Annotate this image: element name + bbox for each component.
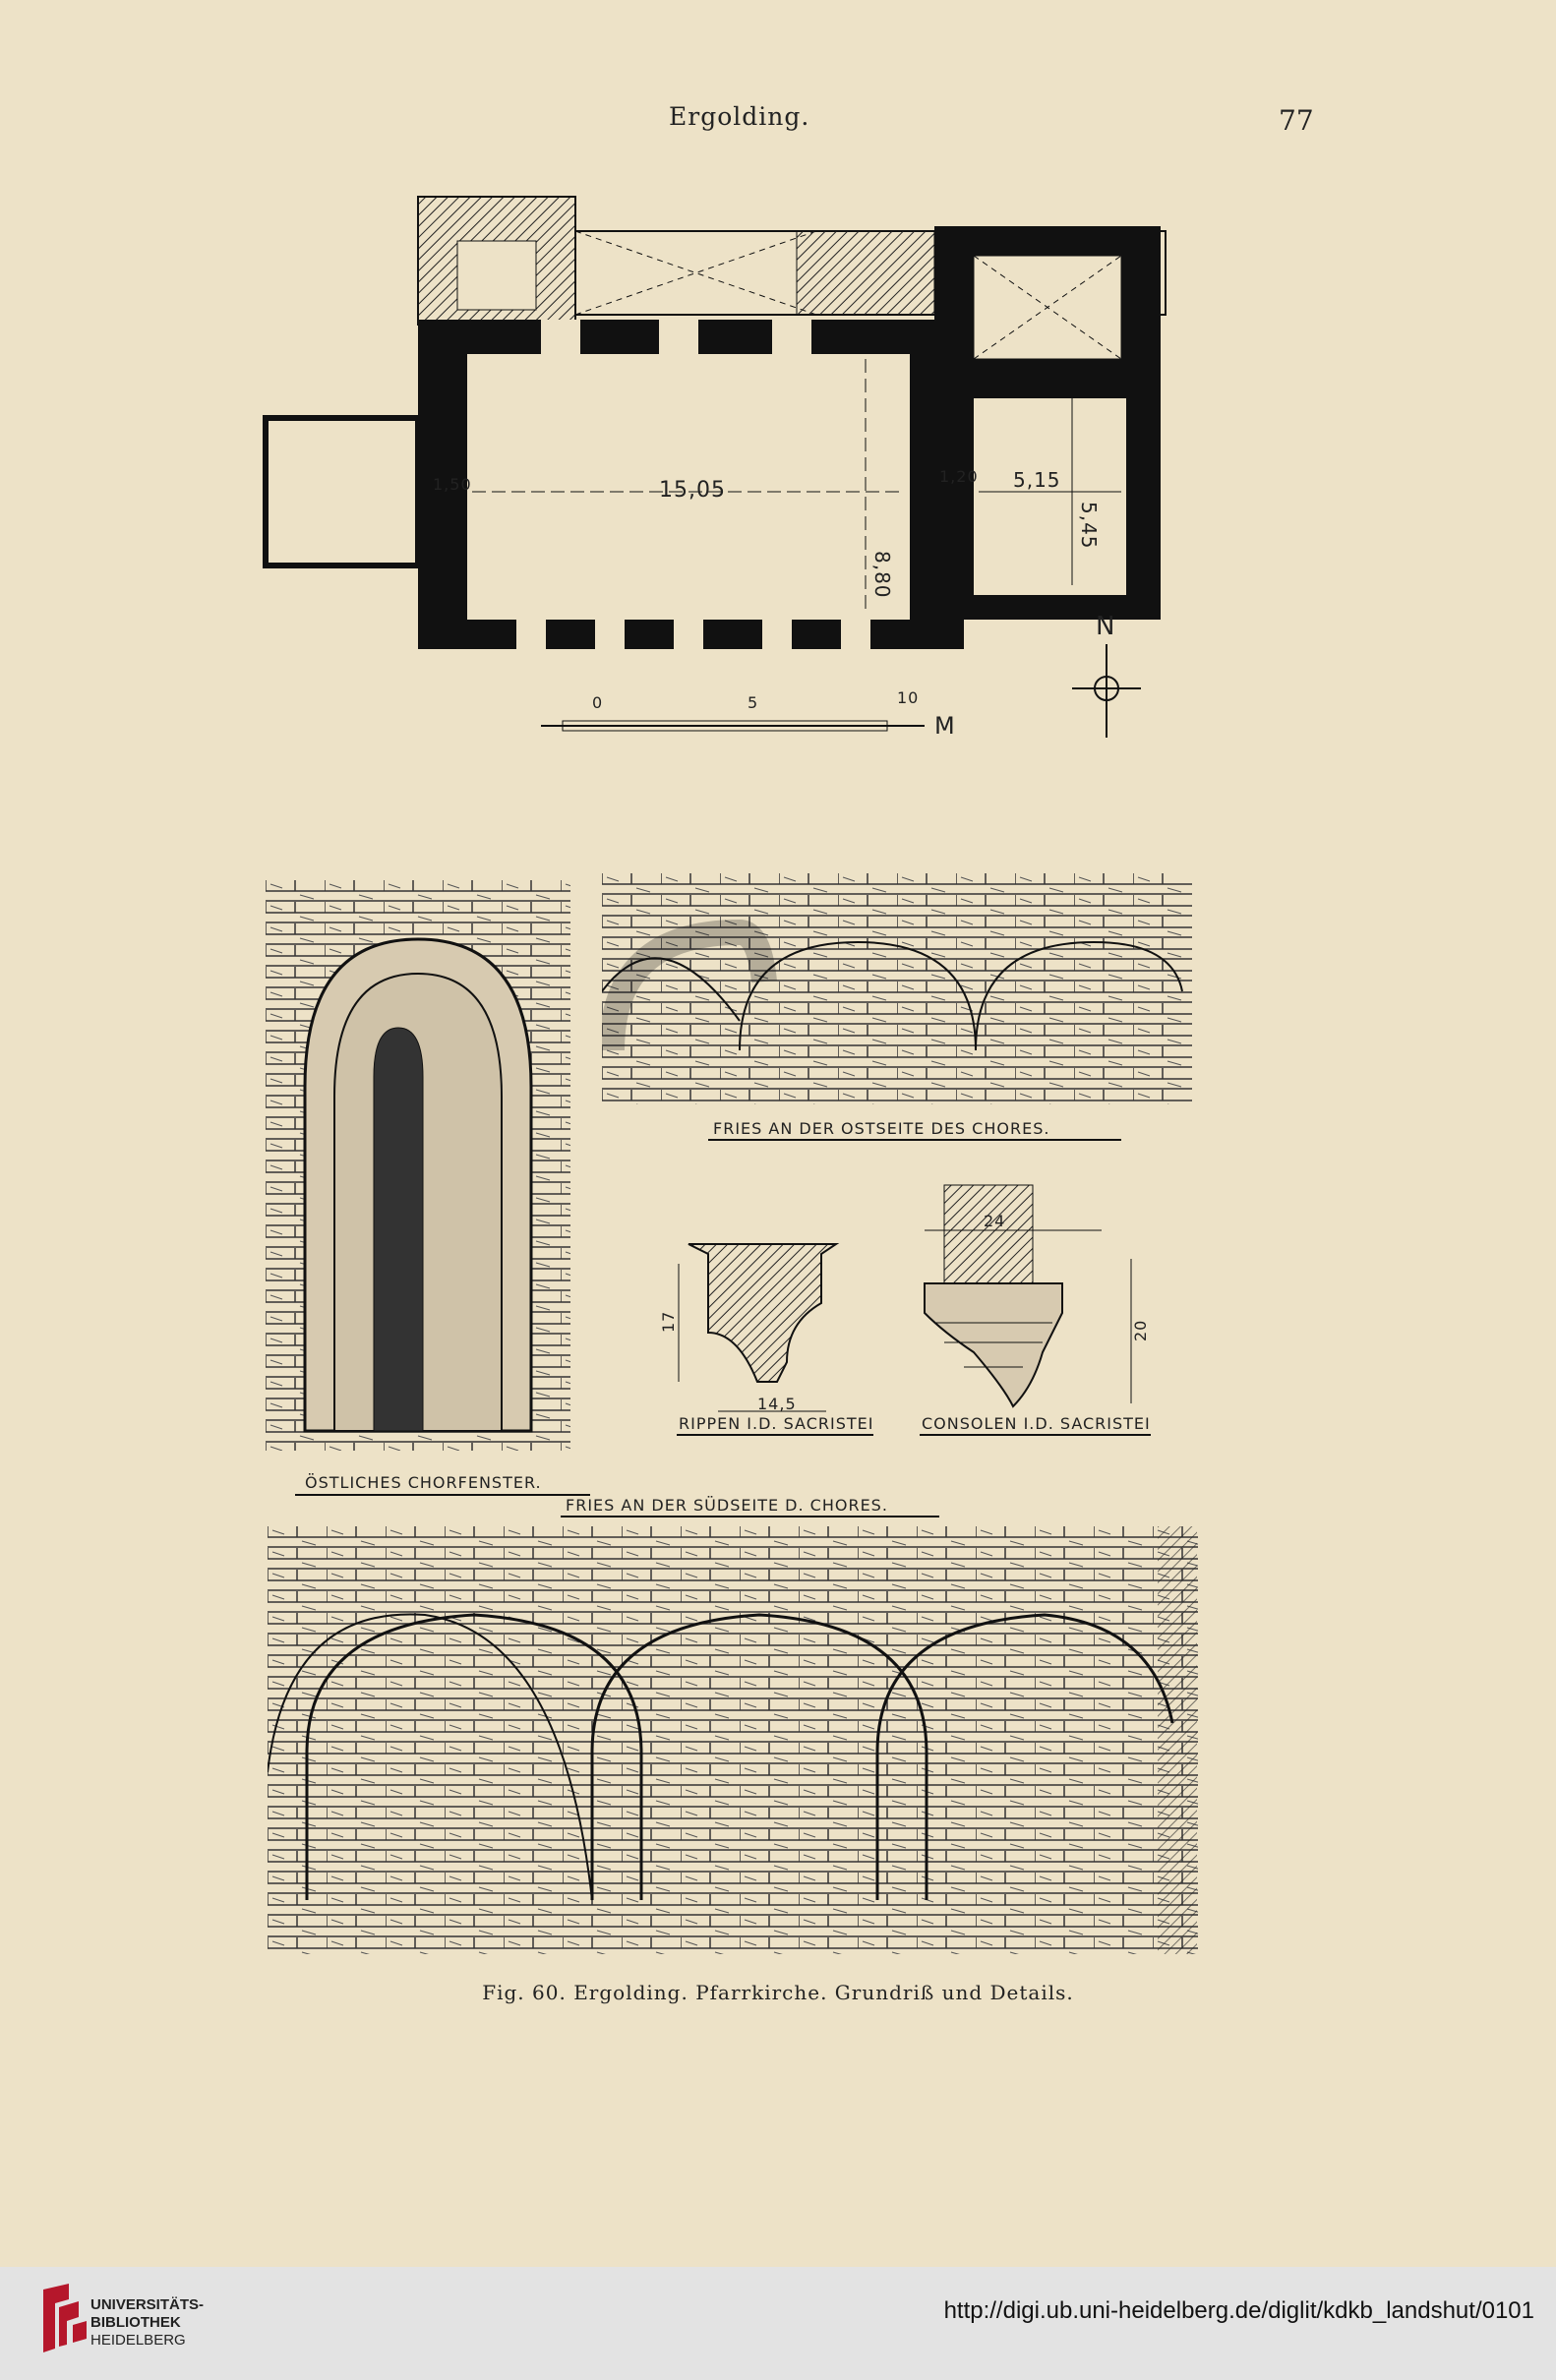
dim-nave-width: 8,80 — [870, 551, 894, 599]
window-label-box: ÖSTLICHES CHORFENSTER. — [295, 1473, 590, 1496]
console-width: 24 — [984, 1212, 1005, 1230]
library-name-line-2: BIBLIOTHEK — [90, 2314, 181, 2331]
library-name: UNIVERSITÄTS- BIBLIOTHEK HEIDELBERG — [90, 2296, 204, 2350]
permalink-url[interactable]: http://digi.ub.uni-heidelberg.de/diglit/… — [943, 2297, 1534, 2324]
east-frieze-drawing — [602, 873, 1192, 1104]
scale-tick-0: 0 — [592, 693, 603, 712]
figure-caption: Fig. 60. Ergolding. Pfarrkirche. Grundri… — [482, 1981, 1074, 2004]
rib-profile-drawing: 17 14,5 — [659, 1243, 840, 1413]
dim-arch: 1,20 — [939, 467, 979, 486]
library-name-line-3: HEIDELBERG — [90, 2332, 186, 2349]
east-frieze-label-box: FRIES AN DER OSTSEITE DES CHORES. — [708, 1119, 1121, 1141]
north-arrow-icon — [1072, 644, 1141, 738]
library-name-line-1: UNIVERSITÄTS- — [90, 2296, 205, 2313]
south-frieze-drawing — [268, 1526, 1198, 1954]
south-frieze-label-box: FRIES AN DER SÜDSEITE D. CHORES. — [561, 1496, 939, 1517]
ribs-label: RIPPEN I.D. SACRISTEI — [679, 1414, 873, 1433]
university-library-logo-icon[interactable] — [35, 2280, 90, 2358]
window-label: ÖSTLICHES CHORFENSTER. — [305, 1473, 542, 1492]
scale-unit: M — [934, 712, 956, 740]
scale-tick-5: 5 — [748, 693, 758, 712]
east-window-drawing — [266, 880, 570, 1451]
dim-west-wall: 1,50 — [433, 475, 472, 494]
page-number: 77 — [1279, 104, 1314, 137]
rib-height: 17 — [659, 1311, 678, 1333]
north-label: N — [1096, 612, 1115, 641]
south-frieze-label: FRIES AN DER SÜDSEITE D. CHORES. — [566, 1496, 888, 1515]
dim-choir-length: 5,45 — [1077, 502, 1101, 550]
consoles-label-box: CONSOLEN I.D. SACRISTEI — [920, 1414, 1151, 1436]
rib-width: 14,5 — [757, 1395, 797, 1413]
scanned-page: Ergolding. 77 — [263, 102, 1314, 2004]
console-height: 20 — [1131, 1320, 1150, 1341]
viewer-footer-bar — [0, 2267, 1556, 2380]
page-header-title: Ergolding. — [669, 102, 810, 131]
consoles-label: CONSOLEN I.D. SACRISTEI — [922, 1414, 1151, 1433]
ribs-label-box: RIPPEN I.D. SACRISTEI — [677, 1414, 873, 1436]
dim-nave-length: 15,05 — [659, 478, 726, 503]
east-frieze-label: FRIES AN DER OSTSEITE DES CHORES. — [713, 1119, 1049, 1138]
dim-choir-width: 5,15 — [1013, 468, 1061, 492]
scale-tick-10: 10 — [897, 688, 919, 707]
console-drawing: 24 20 — [924, 1184, 1150, 1408]
floor-plan-figure: 1,50 15,05 1,20 5,15 8,80 5,45 0 5 10 M … — [263, 196, 1167, 740]
